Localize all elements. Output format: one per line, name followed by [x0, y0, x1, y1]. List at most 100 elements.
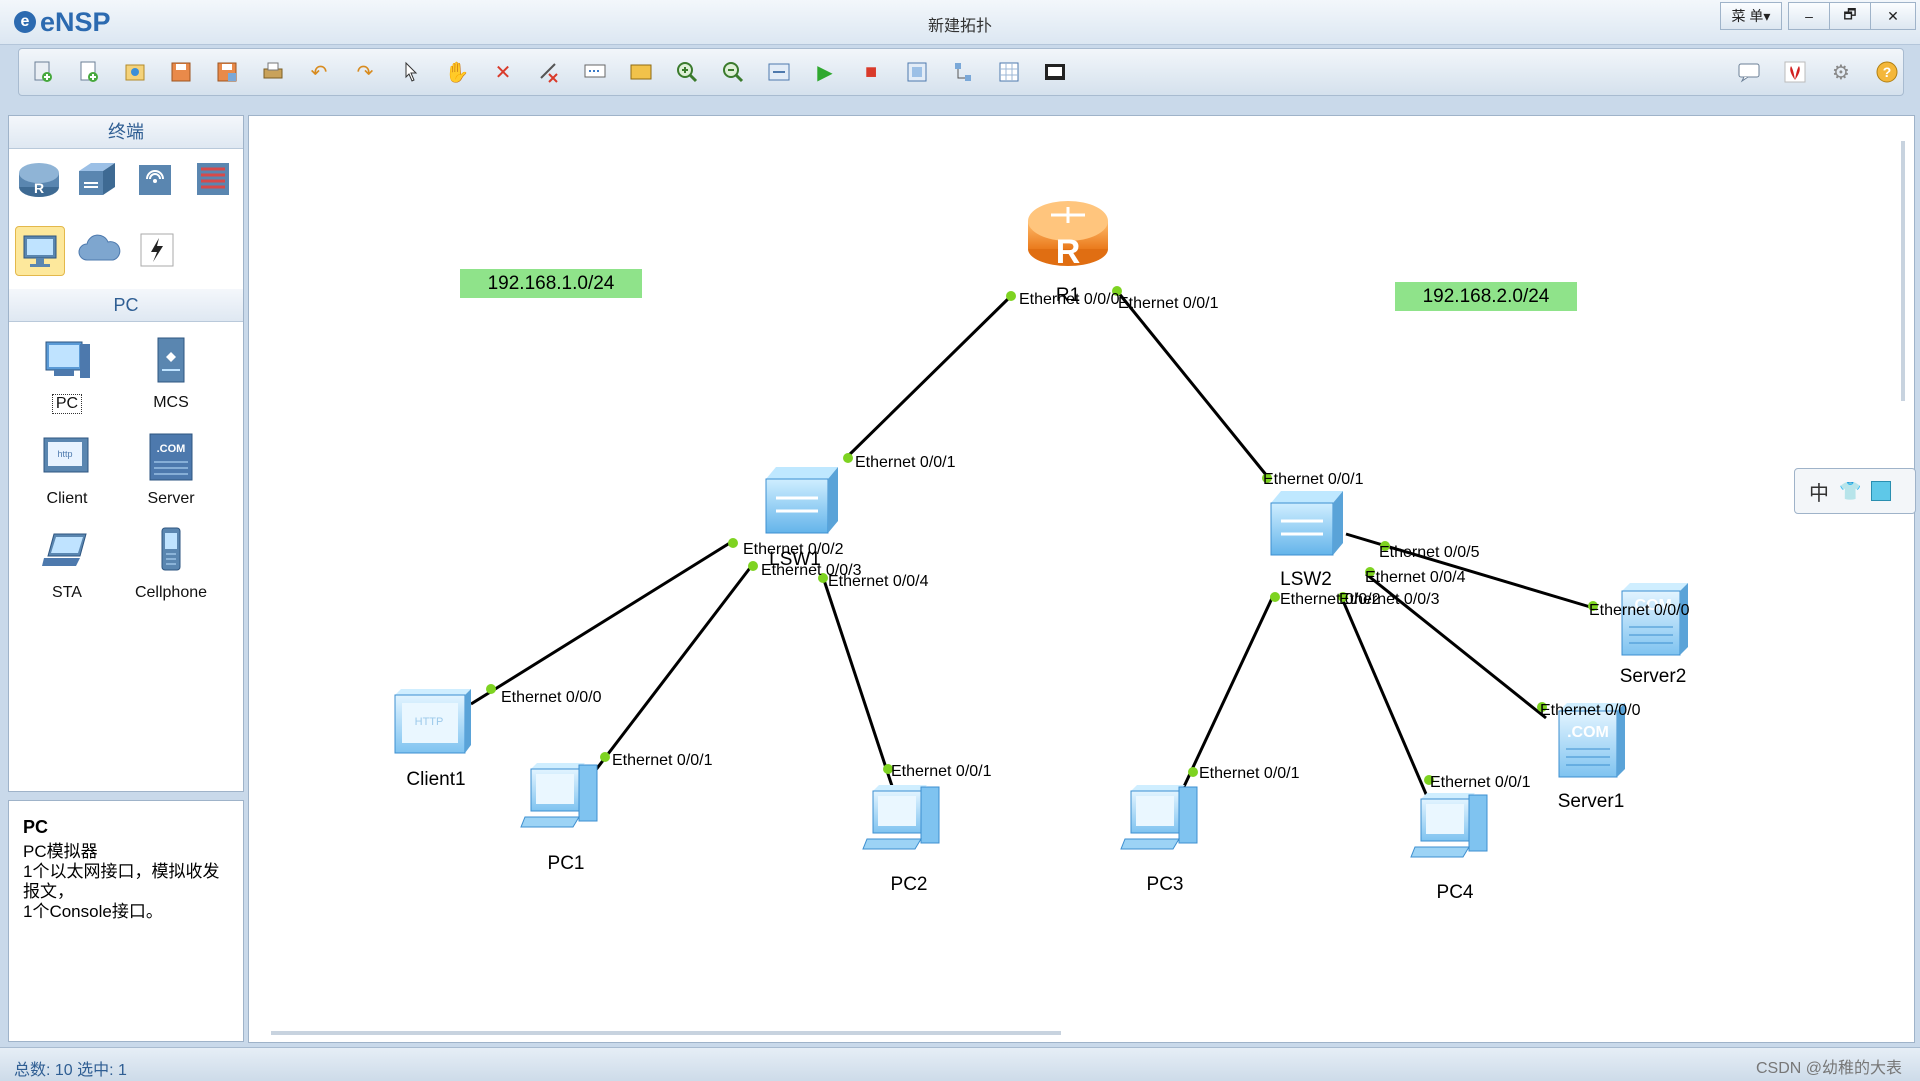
switch-icon[interactable] [73, 155, 121, 203]
svg-text:http: http [57, 449, 72, 459]
device-cellphone[interactable]: Cellphone [119, 522, 223, 602]
title-bar: e eNSP 新建拓扑 菜 单▾ – 🗗 ✕ [0, 0, 1920, 45]
pc-pc4[interactable] [1410, 793, 1488, 858]
delete-icon[interactable]: ✕ [494, 61, 512, 84]
port-pc4-e01: Ethernet 0/0/1 [1430, 774, 1531, 791]
link-lsw2-pc3[interactable] [1179, 595, 1275, 794]
topology-icon[interactable] [949, 58, 977, 86]
label-server1: Server1 [1558, 791, 1625, 812]
switch-lsw1[interactable] [765, 467, 838, 534]
print-icon[interactable] [259, 58, 287, 86]
device-label-client: Client [46, 490, 88, 507]
link-lsw2-pc4[interactable] [1339, 595, 1431, 802]
text-label-icon[interactable] [581, 58, 609, 86]
terminal-icon-grid: R [9, 149, 243, 289]
description-title: PC [23, 817, 49, 837]
stop-device-icon[interactable]: ■ [864, 60, 878, 83]
server-server2[interactable]: .COM [1621, 583, 1688, 656]
grid-icon[interactable] [995, 58, 1023, 86]
wireless-icon[interactable] [131, 155, 179, 203]
router-r1[interactable]: R [1028, 201, 1108, 271]
screenshot-icon[interactable] [1041, 58, 1069, 86]
settings-icon[interactable]: ⚙ [1832, 61, 1850, 84]
select-icon[interactable] [397, 58, 425, 86]
close-button[interactable]: ✕ [1870, 2, 1916, 30]
rectangle-icon[interactable] [627, 58, 655, 86]
label-r1: R1 [1056, 285, 1080, 306]
device-pc[interactable]: PC [15, 332, 119, 414]
zoom-in-icon[interactable] [673, 58, 701, 86]
start-device-icon[interactable]: ▶ [817, 61, 833, 84]
pc-terminal-icon[interactable] [15, 226, 65, 276]
server-server1[interactable]: .COM [1558, 703, 1625, 778]
laptop-icon [38, 522, 96, 580]
device-sta[interactable]: STA [15, 522, 119, 602]
save-as-icon[interactable] [213, 58, 241, 86]
label-pc2: PC2 [891, 874, 928, 895]
port-pc1-e01: Ethernet 0/0/1 [612, 752, 713, 769]
undo-icon[interactable]: ↶ [310, 61, 328, 84]
window-controls: 菜 单▾ – 🗗 ✕ [1720, 2, 1916, 30]
label-lsw2: LSW2 [1280, 569, 1332, 590]
horizontal-scrollbar[interactable] [271, 1031, 1061, 1035]
device-mcs[interactable]: MCS [119, 332, 223, 414]
huawei-icon[interactable] [1781, 58, 1809, 86]
svg-text:.COM: .COM [1630, 597, 1672, 614]
port-lsw2-e02: Ethernet 0/0/2 [1280, 591, 1381, 608]
device-label-pc: PC [51, 394, 83, 414]
section-terminal-header[interactable]: 终端 [9, 116, 243, 149]
ime-language-label[interactable]: 中 [1809, 482, 1829, 505]
pan-hand-icon[interactable]: ✋ [444, 61, 470, 84]
fit-window-icon[interactable] [765, 58, 793, 86]
ime-toolbar[interactable]: 中 👕 [1794, 468, 1916, 514]
help-icon[interactable]: ? [1873, 58, 1901, 86]
firewall-icon[interactable] [189, 155, 237, 203]
redo-icon[interactable]: ↷ [356, 61, 374, 84]
link-lsw1-pc1[interactable] [593, 563, 755, 772]
link-lsw1-client1[interactable] [470, 539, 734, 706]
port-lsw2-e05: Ethernet 0/0/5 [1379, 544, 1480, 561]
link-r1-lsw1[interactable] [844, 294, 1013, 460]
ime-skin-icon[interactable] [1871, 481, 1892, 501]
zoom-out-icon[interactable] [719, 58, 747, 86]
client-client1[interactable]: HTTP [394, 689, 471, 754]
save-icon[interactable] [167, 58, 195, 86]
port-lsw1-e04: Ethernet 0/0/4 [828, 573, 929, 590]
link-lsw2-server1[interactable] [1365, 572, 1547, 720]
ime-shirt-icon[interactable]: 👕 [1839, 480, 1862, 501]
app-name: eNSP [40, 6, 111, 37]
pc-pc3[interactable] [1120, 785, 1198, 850]
subnet-label-right: 192.168.2.0/24 [1423, 286, 1550, 307]
topology-canvas[interactable]: 192.168.1.0/24 192.168.2.0/24 R R1 Ether… [248, 115, 1915, 1043]
restore-button[interactable]: 🗗 [1829, 2, 1871, 30]
app-logo: e eNSP [14, 6, 111, 38]
svg-text:.COM: .COM [1567, 724, 1609, 741]
server-icon: .COM [142, 428, 200, 486]
new-icon[interactable] [75, 58, 103, 86]
link-r1-lsw2[interactable] [1115, 290, 1269, 477]
device-server[interactable]: .COM Server [119, 428, 223, 508]
section-pc-header[interactable]: PC [9, 289, 243, 322]
pc-pc2[interactable] [862, 785, 940, 850]
svg-text:HTTP: HTTP [415, 716, 444, 728]
description-panel: PC PC模拟器 1个以太网接口，模拟收发报文， 1个Console接口。 [8, 800, 244, 1042]
minimize-button[interactable]: – [1788, 2, 1830, 30]
device-client[interactable]: http Client [15, 428, 119, 508]
chat-icon[interactable] [1735, 58, 1763, 86]
capture-icon[interactable] [903, 58, 931, 86]
subnet-label-left-bg [460, 269, 642, 298]
vertical-scrollbar[interactable] [1901, 141, 1905, 401]
menu-button[interactable]: 菜 单▾ [1720, 2, 1782, 30]
delete-link-icon[interactable] [535, 58, 563, 86]
cloud-icon[interactable] [75, 226, 123, 274]
new-topology-icon[interactable] [29, 58, 57, 86]
switch-lsw2[interactable] [1270, 491, 1343, 556]
open-icon[interactable] [121, 58, 149, 86]
link-lsw1-pc2[interactable] [821, 576, 895, 790]
link-icon[interactable] [133, 226, 181, 274]
port-lsw1-e02: Ethernet 0/0/2 [743, 541, 844, 558]
router-icon[interactable]: R [15, 155, 63, 203]
description-body: PC模拟器 1个以太网接口，模拟收发报文， 1个Console接口。 [23, 842, 220, 921]
port-indicators [486, 286, 1598, 785]
pc-pc1[interactable] [520, 763, 598, 828]
